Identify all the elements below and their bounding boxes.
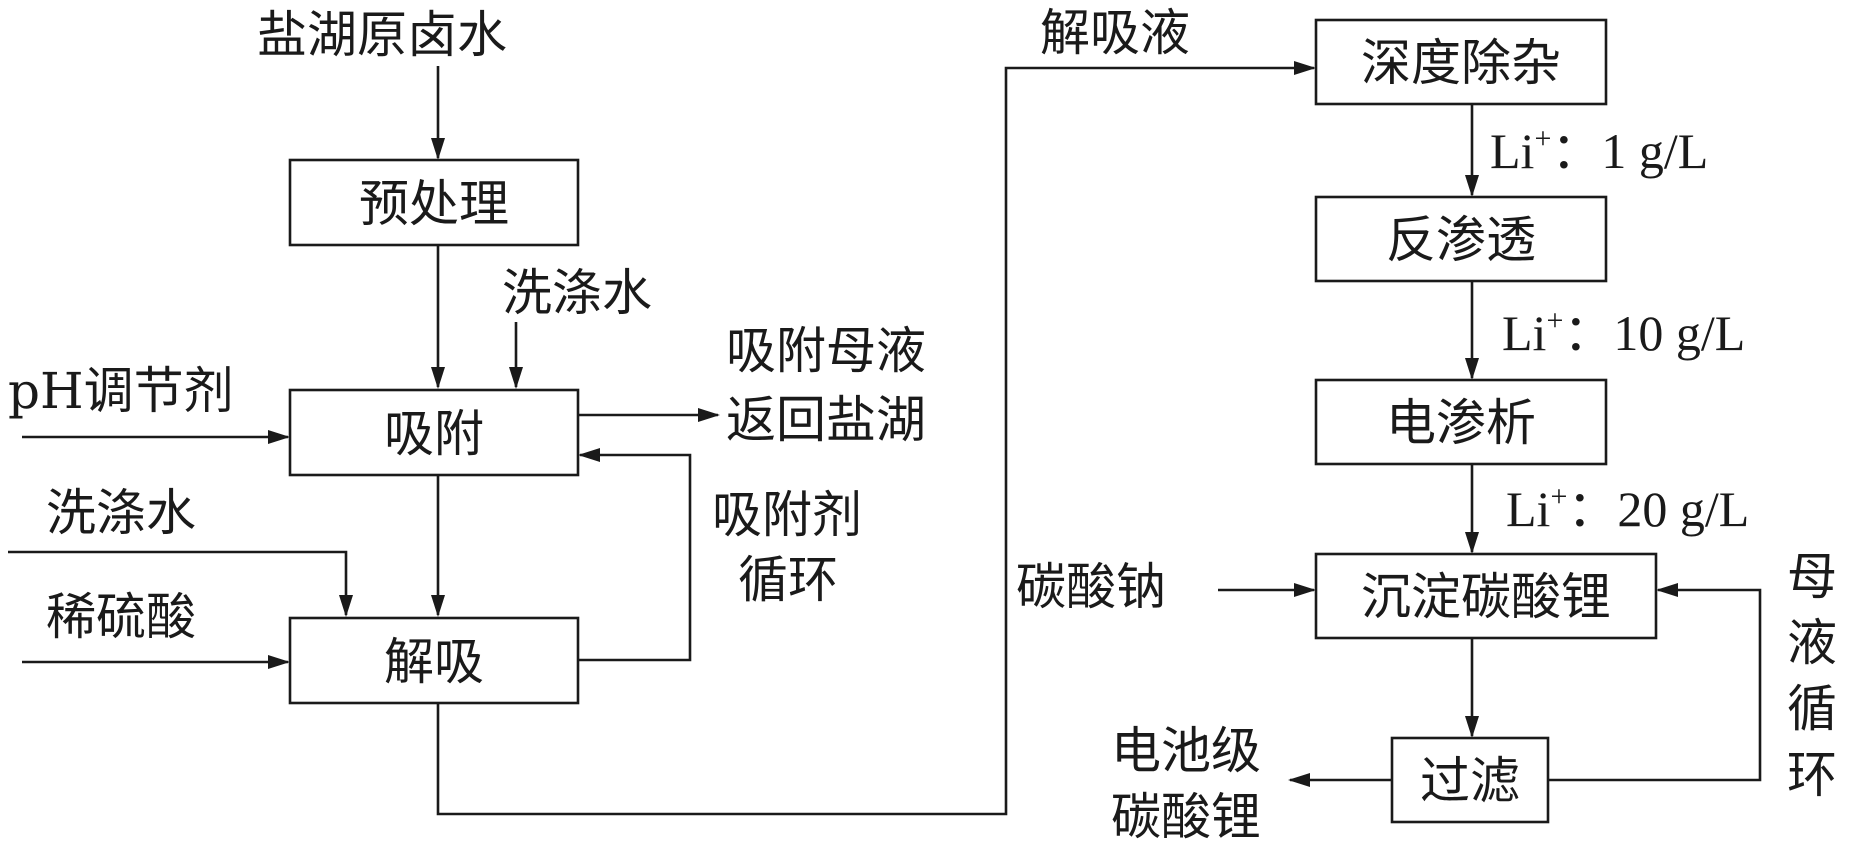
mother-cycle-char-2: 液 — [1787, 614, 1837, 672]
adsorbent-cycle-label-line1: 吸附剂 — [712, 486, 862, 544]
pretreatment-label: 预处理 — [359, 175, 509, 233]
mother-liquor-recycle-arrow — [1548, 583, 1762, 782]
electrodialysis-box — [1314, 378, 1608, 466]
electrodialysis-label: 电渗析 — [1386, 394, 1536, 452]
wash-water-1-label: 洗涤水 — [502, 264, 652, 322]
concentration-label-3: Li+：20 g/L — [1506, 480, 1749, 537]
battery-grade-label-line1: 电池级 — [1111, 722, 1261, 780]
reverse-osmosis-box — [1314, 195, 1608, 283]
mother-liquor-label-line1: 吸附母液 — [726, 322, 926, 380]
desorption-label: 解吸 — [384, 633, 484, 691]
wash-water-2-label: 洗涤水 — [46, 484, 196, 542]
deep-purification-box — [1314, 18, 1608, 106]
filtration-label: 过滤 — [1420, 752, 1520, 810]
adsorption-label: 吸附 — [384, 405, 484, 463]
desorb-liquid-label: 解吸液 — [1040, 4, 1190, 62]
deep-purification-label: 深度除杂 — [1361, 34, 1561, 92]
mother-cycle-char-3: 循 — [1787, 680, 1837, 738]
adsorbent-cycle-label-line2: 循环 — [738, 551, 838, 609]
lithium-carbonate-precipitation-label: 沉淀碳酸锂 — [1361, 568, 1611, 626]
adsorbent-recycle-arrow — [578, 448, 692, 662]
sodium-carbonate-label: 碳酸钠 — [1016, 558, 1166, 616]
lithium-carbonate-precipitation-box — [1314, 552, 1658, 640]
concentration-label-1: Li+：1 g/L — [1490, 122, 1708, 179]
desorb-liquid-arrow — [436, 61, 1316, 816]
brine-input-label: 盐湖原卤水 — [257, 6, 507, 64]
mother-cycle-char-1: 母 — [1787, 548, 1837, 606]
ph-agent-label: pH调节剂 — [8, 362, 234, 420]
pretreatment-box — [288, 158, 580, 247]
battery-grade-label-line2: 碳酸锂 — [1111, 788, 1261, 846]
filtration-box — [1390, 736, 1550, 824]
mother-liquor-label-line2: 返回盐湖 — [726, 391, 926, 449]
mother-cycle-char-4: 环 — [1787, 746, 1837, 804]
wash-water-2-arrow — [8, 550, 353, 617]
dilute-acid-label: 稀硫酸 — [46, 588, 196, 646]
reverse-osmosis-label: 反渗透 — [1386, 211, 1536, 269]
adsorption-box — [288, 388, 580, 477]
concentration-label-2: Li+：10 g/L — [1502, 304, 1745, 361]
